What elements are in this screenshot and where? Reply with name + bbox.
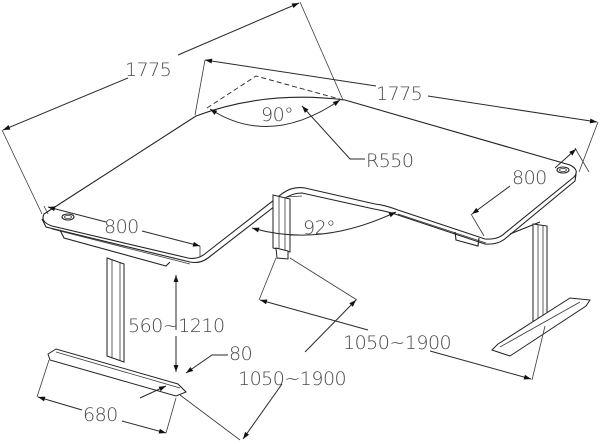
dim-height: 560~1210 — [128, 275, 225, 372]
label-right-depth: 800 — [512, 167, 547, 189]
label-corner-angle: 90° — [261, 104, 293, 126]
dim-left-length: 1775 — [1, 1, 344, 215]
dim-corner-angle: 90° — [206, 75, 344, 127]
left-leg — [47, 257, 187, 397]
label-right-length: 1775 — [376, 83, 422, 105]
label-inner-angle: 92° — [303, 217, 335, 239]
label-corner-radius: R550 — [366, 150, 413, 172]
dim-right-length: 1775 — [194, 58, 599, 173]
dim-frame-left-width: 1050~1900 — [179, 257, 358, 441]
label-foot-height: 80 — [229, 343, 252, 365]
right-leg — [491, 223, 591, 357]
desk-top — [41, 96, 577, 267]
dim-inner-angle: 92° — [251, 211, 397, 239]
dim-right-depth: 800 — [470, 147, 590, 237]
dim-left-depth: 800 — [43, 205, 201, 256]
center-leg — [272, 194, 291, 260]
label-left-length: 1775 — [125, 59, 171, 81]
label-frame-left-width: 1050~1900 — [238, 368, 346, 390]
label-height: 560~1210 — [128, 315, 225, 337]
dim-foot-length: 680 — [36, 359, 177, 434]
label-foot-length: 680 — [83, 404, 118, 426]
dim-corner-radius: R550 — [301, 105, 414, 172]
label-frame-right-width: 1050~1900 — [343, 332, 451, 354]
dim-foot-height: 80 — [139, 343, 253, 399]
label-left-depth: 800 — [104, 216, 139, 238]
dim-frame-right-width: 1050~1900 — [258, 257, 546, 381]
